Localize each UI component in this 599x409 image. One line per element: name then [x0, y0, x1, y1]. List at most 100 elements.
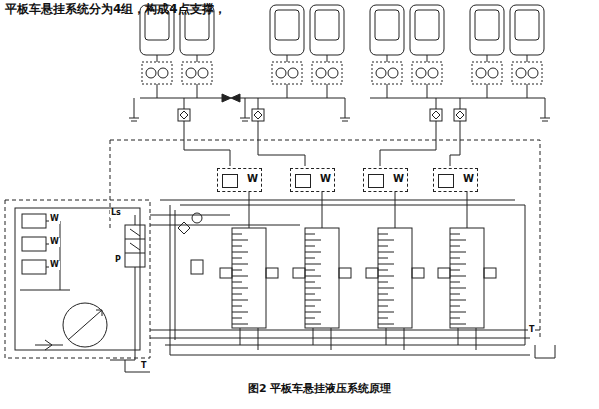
stack-tick: [305, 288, 321, 289]
stack-tick: [232, 246, 242, 247]
cylinder: [428, 68, 438, 78]
pipe: [387, 55, 388, 98]
tire: [310, 5, 344, 55]
stack-tick: [378, 282, 388, 283]
gauge: [192, 213, 202, 223]
cylinder-box: [372, 62, 402, 84]
valve-symbol: [368, 174, 384, 188]
solenoid: [484, 268, 496, 278]
cylinder-box: [412, 62, 442, 84]
filter: [178, 222, 190, 234]
stack-tick: [232, 312, 248, 313]
cylinder: [328, 68, 338, 78]
valve-label: W: [393, 173, 404, 184]
cylinder: [528, 68, 538, 78]
stack-tick: [450, 258, 460, 259]
port-label: W: [49, 261, 60, 270]
stack-tick: [305, 246, 315, 247]
pipe: [197, 55, 198, 98]
cylinder-box: [312, 62, 342, 84]
valve-stack: [378, 228, 412, 328]
valve-symbol: [222, 94, 240, 102]
pump-unit: [5, 200, 150, 358]
stack-tick: [450, 306, 460, 307]
ground: [240, 118, 250, 121]
pipe: [427, 55, 428, 98]
directional-valve: [125, 225, 145, 267]
stack-tick: [450, 318, 460, 319]
cylinder: [516, 68, 526, 78]
stack-tick: [305, 252, 321, 253]
tire: [375, 10, 399, 40]
tire: [270, 5, 304, 55]
stack-tick: [378, 252, 394, 253]
check-valves: [178, 98, 466, 166]
stack-tick: [305, 324, 321, 325]
cylinder: [276, 68, 286, 78]
tire: [410, 5, 444, 55]
solenoid: [266, 268, 278, 278]
valve-symbol: [222, 174, 238, 188]
cylinder: [316, 68, 326, 78]
cylinder-box: [512, 62, 542, 84]
port-label: P: [114, 256, 122, 265]
pipe: [487, 55, 488, 98]
tire: [510, 5, 544, 55]
stack-tick: [450, 312, 466, 313]
valve-label: W: [320, 173, 331, 184]
stack-tick: [378, 240, 394, 241]
stack-tick: [232, 306, 242, 307]
pipe: [527, 55, 528, 98]
valve-label: W: [463, 173, 474, 184]
valve-box: W: [290, 168, 335, 192]
pipe: [287, 55, 288, 98]
stack-tick: [450, 234, 460, 235]
ground: [129, 118, 139, 121]
cylinder: [146, 68, 156, 78]
port-label: T: [140, 362, 147, 371]
stack-tick: [450, 252, 466, 253]
valve-label: W: [247, 173, 258, 184]
stack-tick: [378, 294, 388, 295]
tire: [275, 10, 299, 40]
stack-tick: [450, 324, 466, 325]
pump-arrow: [68, 310, 102, 340]
stack-tick: [305, 240, 321, 241]
ground: [540, 118, 550, 121]
tire: [370, 5, 404, 55]
stack-tick: [378, 318, 388, 319]
cylinder: [416, 68, 426, 78]
cylinder: [388, 68, 398, 78]
pipe: [140, 98, 545, 99]
cylinder-box: [142, 62, 172, 84]
stack-tick: [232, 252, 248, 253]
tire: [515, 10, 539, 40]
stack-tick: [305, 318, 315, 319]
pipe: [327, 55, 328, 98]
cylinder: [476, 68, 486, 78]
tank: [125, 345, 555, 372]
solenoid: [366, 268, 378, 278]
stack-tick: [378, 312, 394, 313]
stack-tick: [232, 294, 242, 295]
port-label: W: [49, 215, 60, 224]
stack-tick: [378, 288, 394, 289]
cylinder: [198, 68, 208, 78]
port-label: Ls: [110, 209, 122, 218]
valve-stack: [305, 228, 339, 328]
relief-valves: [20, 214, 70, 290]
stack-tick: [305, 258, 315, 259]
pipe: [35, 340, 63, 350]
solenoid: [339, 268, 351, 278]
solenoid: [293, 268, 305, 278]
pipe: [157, 55, 158, 98]
port-label: T: [528, 326, 535, 335]
caption: 图2 平板车悬挂液压系统原理: [248, 383, 391, 395]
cylinder-box: [182, 62, 212, 84]
stack-tick: [450, 270, 460, 271]
stack-tick: [232, 276, 248, 277]
stack-tick: [305, 234, 315, 235]
stack-tick: [232, 300, 248, 301]
stack-tick: [378, 264, 394, 265]
pipe: [313, 192, 331, 350]
